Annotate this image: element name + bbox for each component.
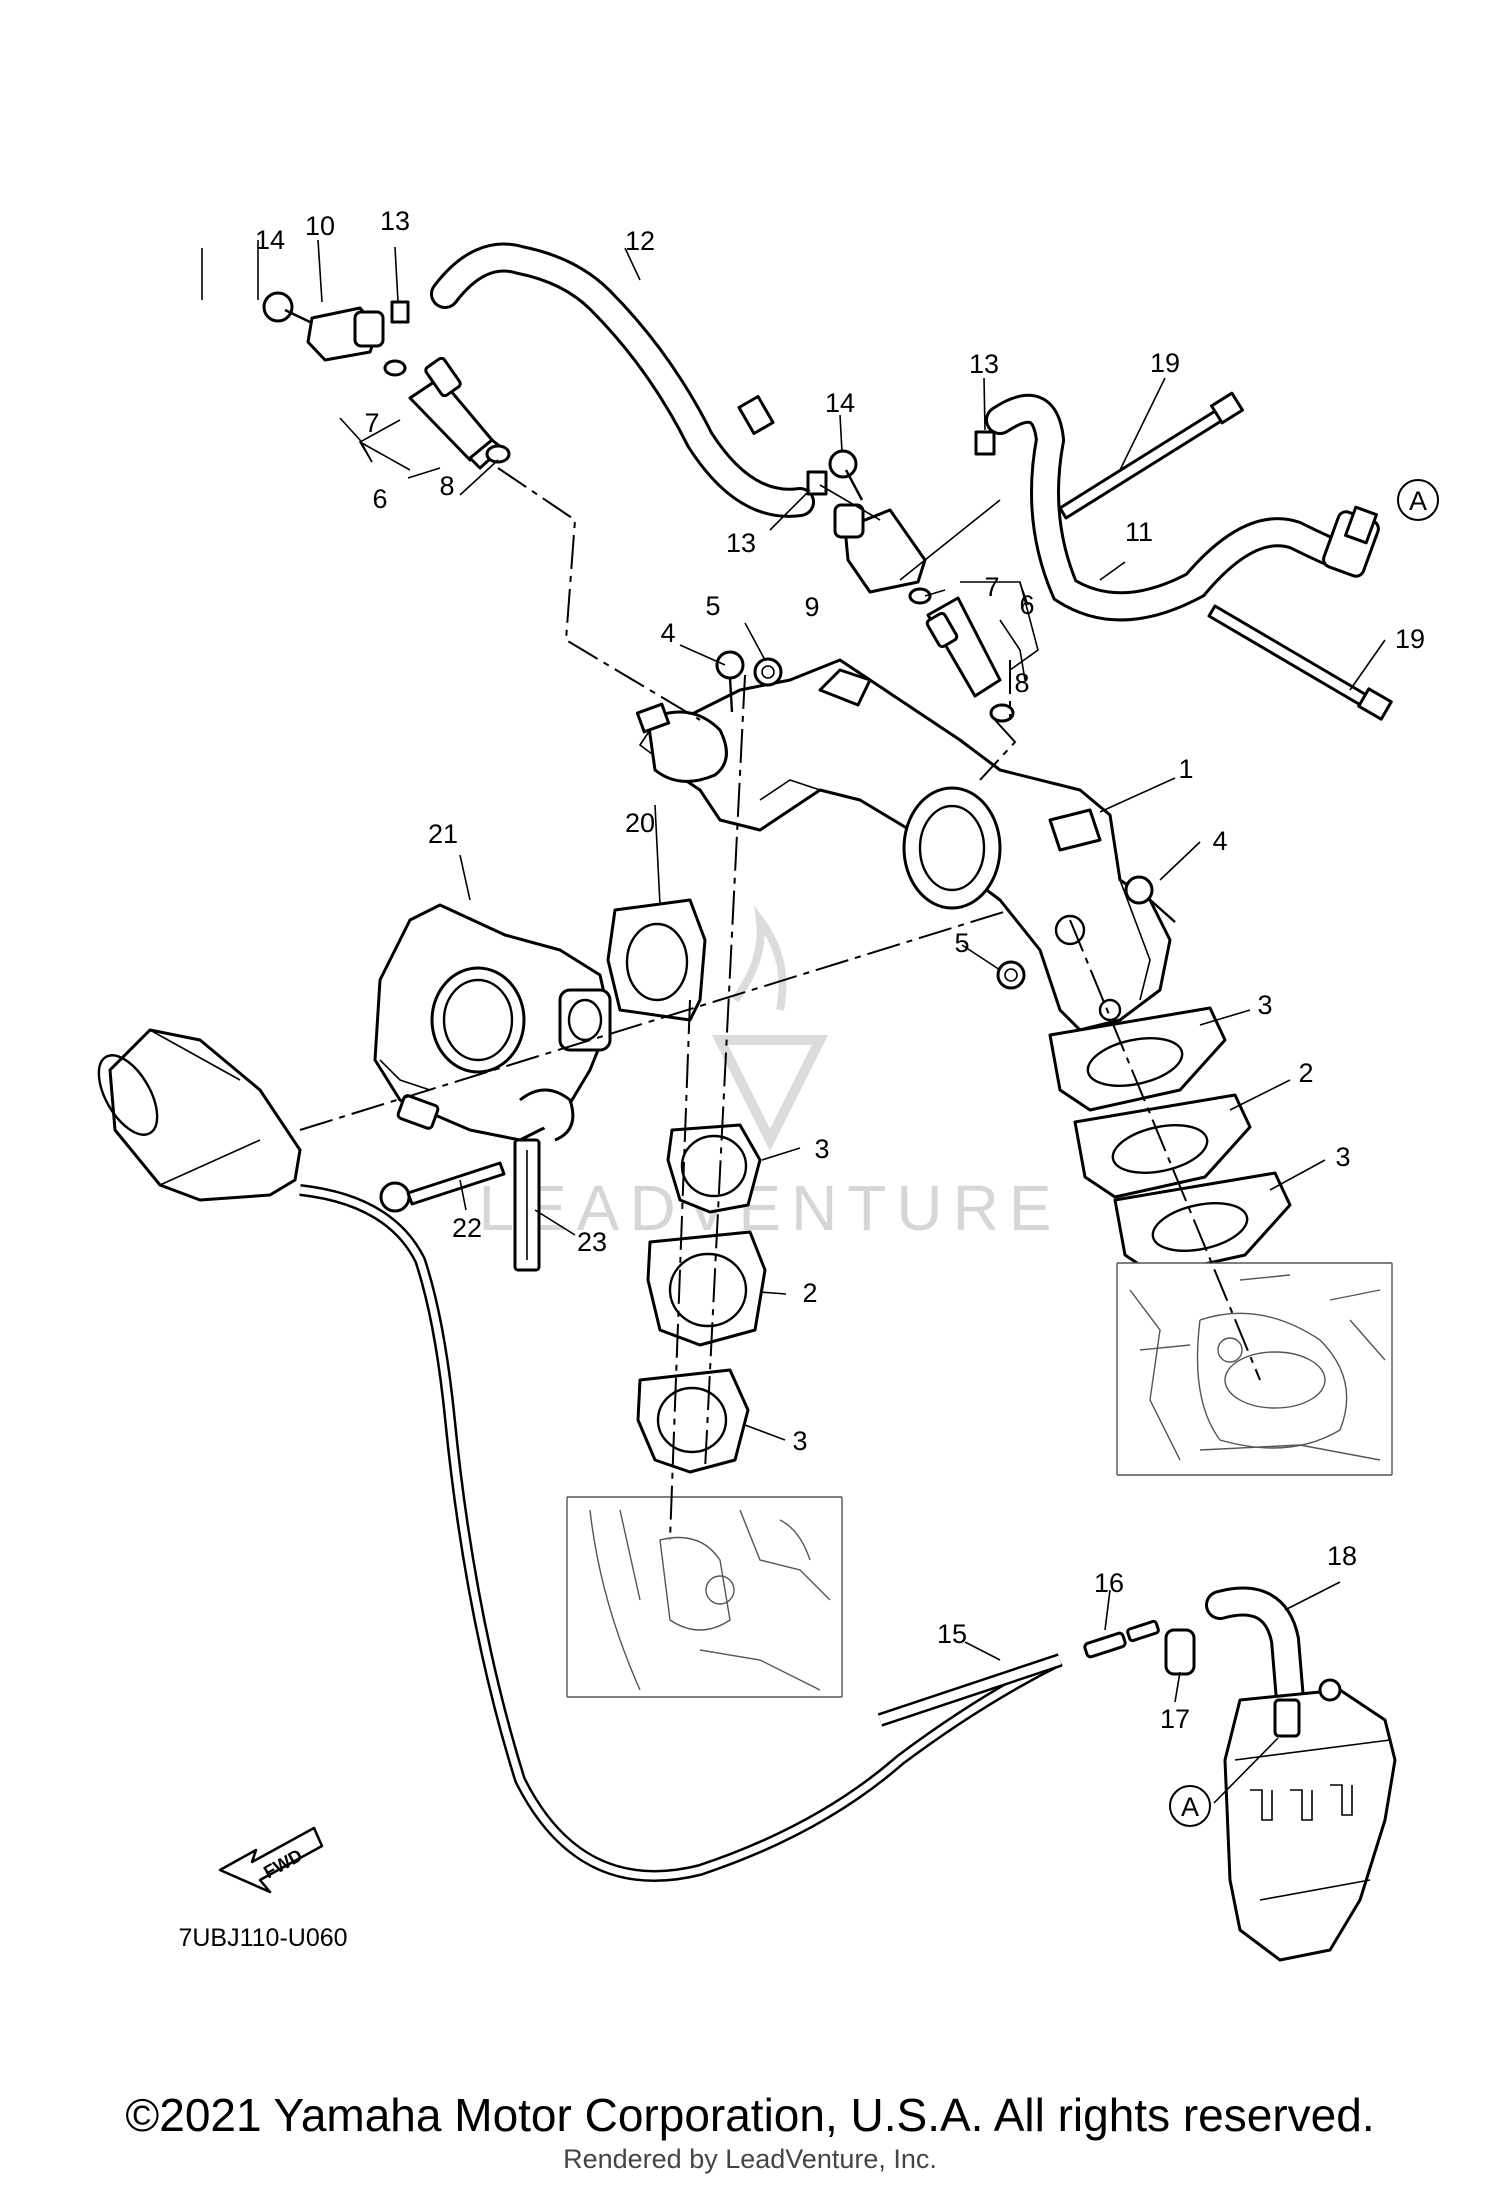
air-intake-duct <box>97 1028 302 1202</box>
diagram-code: 7UBJ110-U060 <box>178 1924 347 1952</box>
bolt-22 <box>379 1161 506 1213</box>
callout-8-left: 8 <box>439 471 454 501</box>
callout-11: 11 <box>1125 517 1153 547</box>
bracket-6-right <box>960 581 1039 671</box>
fitting-16 <box>1083 1619 1160 1659</box>
callout-3-right-top: 3 <box>1257 990 1272 1020</box>
gasket-20 <box>606 898 707 1022</box>
clip-13-left <box>390 300 410 324</box>
canister <box>1223 1678 1397 1962</box>
leader-lines <box>201 239 1386 1804</box>
fuel-hose-12 <box>430 242 815 518</box>
bolt-4-top <box>715 650 745 713</box>
callout-20: 20 <box>625 808 655 838</box>
watermark: LEADVENTURE <box>479 905 1062 1244</box>
callout-labels: 1 2 2 3 3 3 3 4 4 5 5 6 6 7 7 8 8 9 10 1… <box>255 206 1425 1734</box>
callout-2-left: 2 <box>802 1278 817 1308</box>
gasket-3-left-bottom <box>636 1368 750 1474</box>
connector-ref-a-top: A <box>1397 479 1439 521</box>
engine-inset-right <box>1116 1262 1393 1476</box>
injector-holder-9 <box>833 503 927 594</box>
callout-7-left: 7 <box>364 408 379 438</box>
engine-inset-left <box>566 1496 843 1698</box>
callout-9: 9 <box>804 592 819 622</box>
callout-3-left-bottom: 3 <box>792 1426 807 1456</box>
fuel-injector-6-left <box>408 356 504 470</box>
watermark-text: LEADVENTURE <box>479 1172 1062 1244</box>
injector-holder-10 <box>306 306 385 362</box>
callout-6-left: 6 <box>372 484 387 514</box>
callout-3-left-top: 3 <box>814 1134 829 1164</box>
rendered-by-notice: Rendered by LeadVenture, Inc. <box>563 2144 937 2174</box>
callout-16: 16 <box>1094 1568 1124 1598</box>
bolt-14-left <box>262 291 311 324</box>
callout-3-right-bottom: 3 <box>1335 1142 1350 1172</box>
cable-tie-upper <box>1058 391 1244 520</box>
bolt-4-right <box>1124 875 1176 923</box>
callout-18: 18 <box>1327 1541 1357 1571</box>
fuel-filter-23 <box>513 1138 541 1272</box>
callout-19-bottom: 19 <box>1395 624 1425 654</box>
callout-15: 15 <box>937 1619 967 1649</box>
fuel-rail-left-end <box>635 702 728 783</box>
cap-17 <box>1164 1628 1196 1676</box>
gasket-3-right-top <box>1048 1006 1227 1112</box>
callout-6-right: 6 <box>1019 590 1034 620</box>
fuel-hose-11 <box>985 393 1365 622</box>
cable-tie-lower <box>1207 604 1393 721</box>
callout-8-right: 8 <box>1014 668 1029 698</box>
gasket-3-right-bottom <box>1113 1171 1292 1277</box>
callout-12: 12 <box>625 226 655 256</box>
elbow-hose-18 <box>1205 1586 1305 1715</box>
hose-15 <box>877 1653 1063 1727</box>
callout-2-right: 2 <box>1298 1058 1313 1088</box>
copyright-notice: ©2021 Yamaha Motor Corporation, U.S.A. A… <box>125 2089 1375 2141</box>
bolt-14-right <box>828 449 864 501</box>
o-ring-7-left <box>383 359 407 377</box>
vent-hose <box>299 1184 1063 1882</box>
gasket-2-left <box>646 1230 767 1347</box>
svg-text:A: A <box>1409 486 1427 516</box>
quick-connector <box>1322 505 1380 578</box>
nut-5-top <box>753 657 783 687</box>
connector-ref-a-bottom: A <box>1169 1785 1211 1827</box>
o-ring-7-right <box>908 587 932 605</box>
alignment-lines <box>299 467 1261 1541</box>
fuel-injector-6-right <box>925 596 1002 698</box>
callout-10: 10 <box>305 211 335 241</box>
callout-4-right: 4 <box>1212 826 1227 856</box>
callout-13-left: 13 <box>380 206 410 236</box>
clip-13-right-mid <box>806 470 828 496</box>
callout-14-right: 14 <box>825 388 855 418</box>
nut-5-right <box>996 960 1026 990</box>
callout-23: 23 <box>577 1227 607 1257</box>
callout-5-right: 5 <box>954 928 969 958</box>
callout-13-right: 13 <box>969 349 999 379</box>
o-ring-8-right <box>989 703 1015 723</box>
o-ring-8-left <box>485 444 511 464</box>
svg-text:A: A <box>1181 1792 1199 1822</box>
callout-4-top: 4 <box>660 618 675 648</box>
throttle-body-21 <box>373 903 612 1142</box>
callout-14-left: 14 <box>255 225 285 255</box>
intake-manifold-1 <box>638 658 1172 1032</box>
callout-17: 17 <box>1160 1704 1190 1734</box>
fwd-arrow: FWD <box>218 1826 324 1894</box>
callout-19-top: 19 <box>1150 348 1180 378</box>
callout-13-mid: 13 <box>726 528 756 558</box>
callout-1: 1 <box>1178 754 1193 784</box>
callout-22: 22 <box>452 1213 482 1243</box>
callout-21: 21 <box>428 819 458 849</box>
gasket-3-left-top <box>666 1123 762 1214</box>
callout-7-right: 7 <box>984 572 999 602</box>
clip-13-right-top <box>974 430 996 456</box>
callout-5-top: 5 <box>705 591 720 621</box>
